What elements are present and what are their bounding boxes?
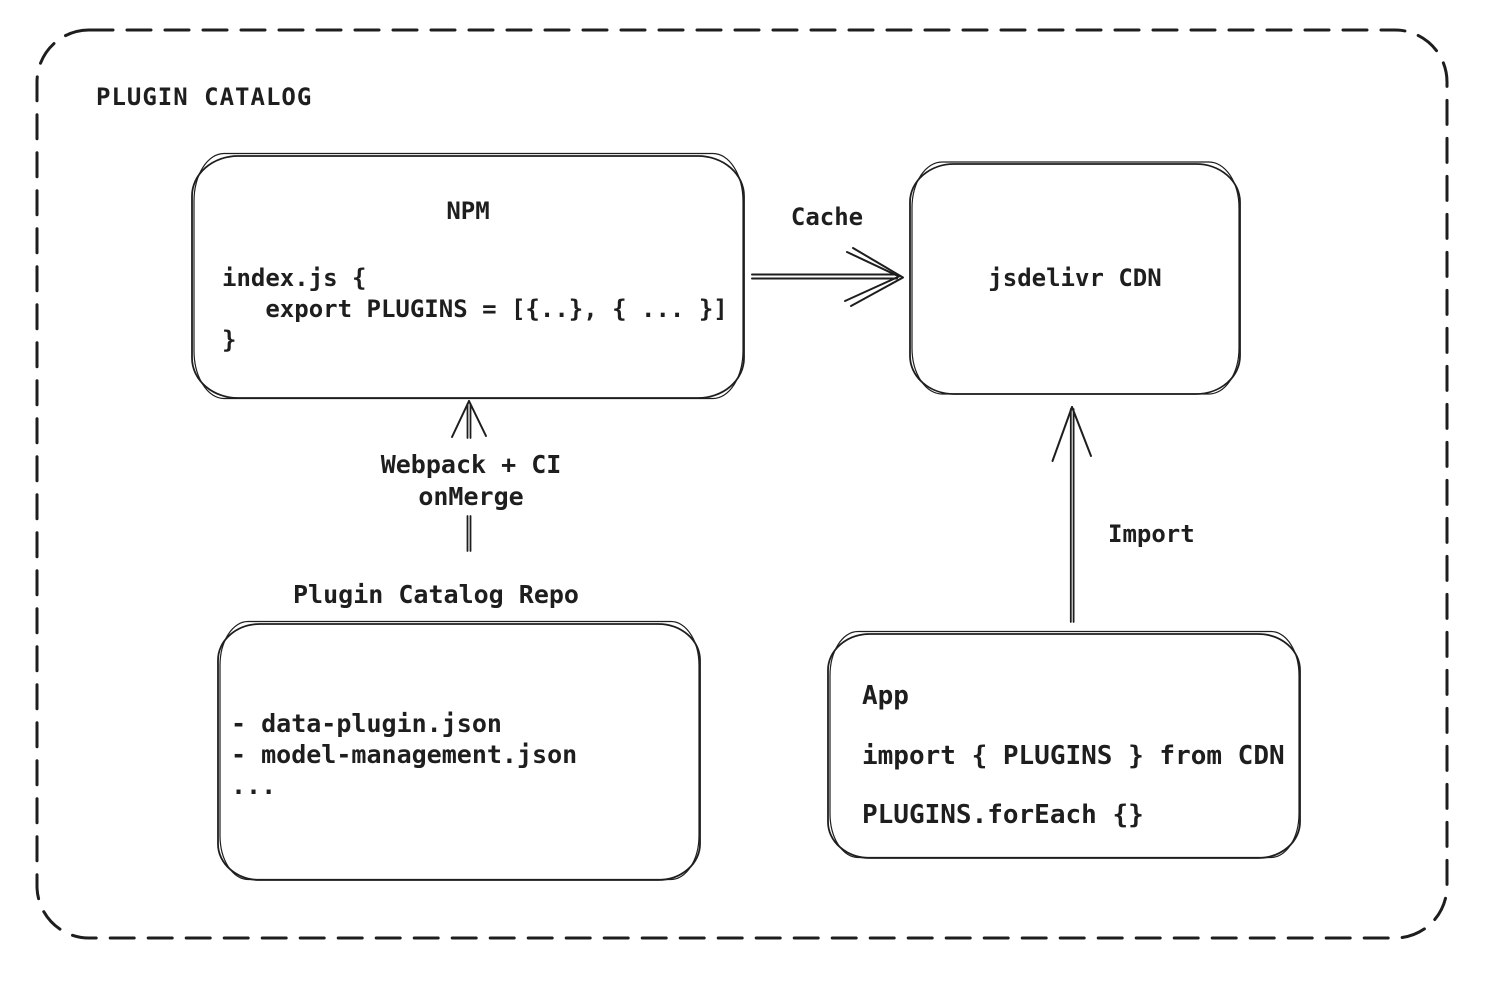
repo-file-2: - model-management.json [231,740,578,769]
diagram-title: PLUGIN CATALOG [96,83,313,111]
app-box [827,630,1301,859]
build-arrow [451,400,487,439]
catalog-boundary [35,28,1449,940]
repo-box [217,620,701,881]
app-code-line-2: PLUGINS.forEach {} [862,800,1144,830]
app-code-line-1: import { PLUGINS } from CDN [862,741,1285,771]
npm-code-line-3: } [222,326,237,354]
repo-file-1: - data-plugin.json [231,709,502,738]
cache-arrow [751,247,904,307]
build-edge-label-line1: Webpack + CI [380,450,562,479]
npm-box [191,152,745,400]
repo-file-3: ... [231,771,277,800]
build-edge-label-line2: onMerge [418,482,524,511]
import-arrow [1051,406,1092,623]
cache-edge-label: Cache [790,203,864,231]
import-edge-label: Import [1108,520,1195,548]
npm-code-line-2: export PLUGINS = [{..}, { ... }] [222,295,728,323]
build-connector [466,515,472,552]
cdn-box [909,161,1241,395]
npm-node-title: NPM [446,197,490,225]
app-node-title: App [862,681,909,711]
npm-code-line-1: index.js { [222,264,367,292]
cdn-node-label: jsdelivr CDN [988,264,1162,292]
repo-node-title: Plugin Catalog Repo [293,580,579,609]
